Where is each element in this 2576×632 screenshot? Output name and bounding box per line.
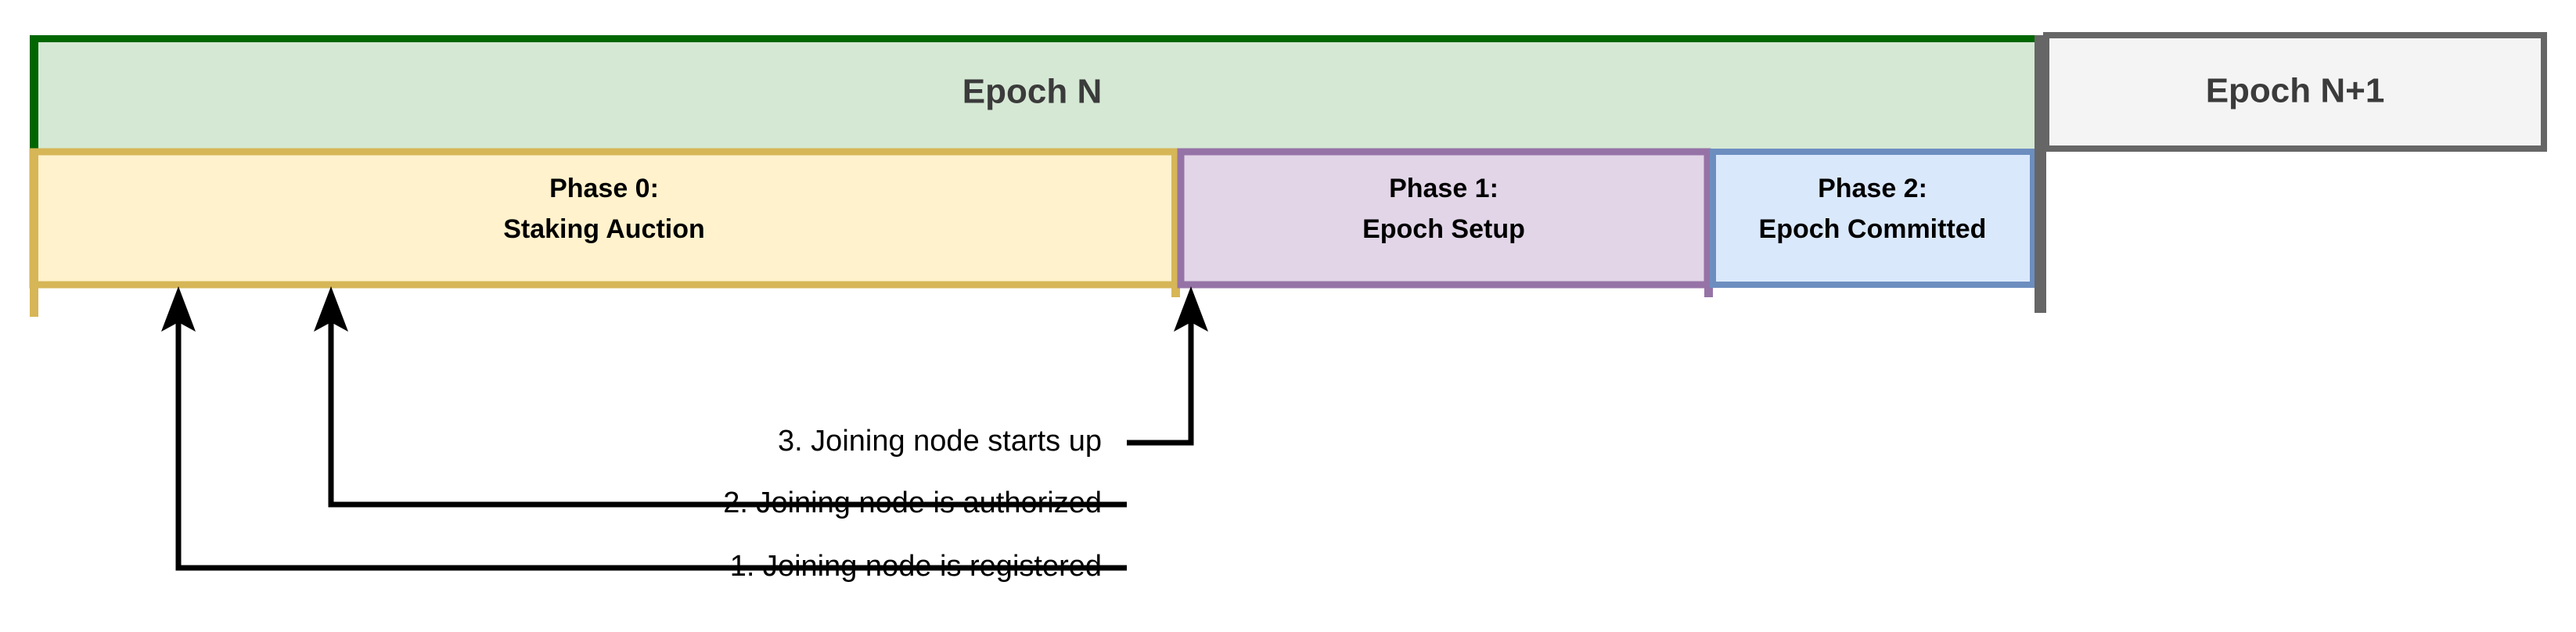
phase-0-left-tick [30, 149, 38, 317]
connector-event-1 [161, 286, 1127, 571]
epoch-current-left-accent [30, 35, 38, 149]
phase-1-right-tick [1704, 149, 1713, 297]
event-3-label: 3. Joining node starts up [778, 425, 1102, 458]
connector-event-2-line [328, 313, 1127, 508]
event-1-label: 1. Joining node is registered [730, 550, 1102, 583]
phase-0-rect [29, 148, 1179, 289]
epoch-current-rect [30, 35, 2035, 149]
phase-2-box[interactable]: Phase 2: Epoch Committed [1710, 149, 2036, 288]
phase-1-label-line2: Epoch Setup [1362, 214, 1525, 244]
event-2-label: 2. Joining node is authorized [723, 487, 1102, 519]
epoch-boundary-divider [2035, 35, 2046, 313]
epoch-current-top-accent [30, 35, 2035, 42]
phase-2-rect [1710, 149, 2036, 288]
phase-0-box[interactable]: Phase 0: Staking Auction [29, 148, 1180, 317]
phase-0-right-tick [1171, 149, 1180, 297]
connector-event-2-arrowhead [314, 286, 348, 332]
connector-event-2 [314, 286, 1127, 508]
epoch-next-box[interactable]: Epoch N+1 [2043, 32, 2547, 152]
connector-event-3 [1127, 286, 1208, 446]
phase-2-label-line2: Epoch Committed [1759, 214, 1987, 244]
phase-1-label-line1: Phase 1: [1389, 174, 1498, 203]
epoch-next-label: Epoch N+1 [2206, 72, 2385, 110]
phase-0-label-line2: Staking Auction [503, 214, 705, 244]
phase-1-box[interactable]: Phase 1: Epoch Setup [1177, 148, 1713, 297]
epoch-current-label: Epoch N [962, 73, 1102, 111]
phase-2-label-line1: Phase 2: [1818, 174, 1927, 203]
epoch-current-box[interactable]: Epoch N [30, 35, 2035, 149]
phase-1-rect [1177, 148, 1711, 289]
phase-0-label-line1: Phase 0: [549, 174, 659, 203]
connector-event-1-line [175, 313, 1127, 571]
connector-event-3-line [1127, 313, 1194, 446]
connector-event-1-arrowhead [161, 286, 196, 332]
connector-event-3-arrowhead [1174, 286, 1208, 332]
